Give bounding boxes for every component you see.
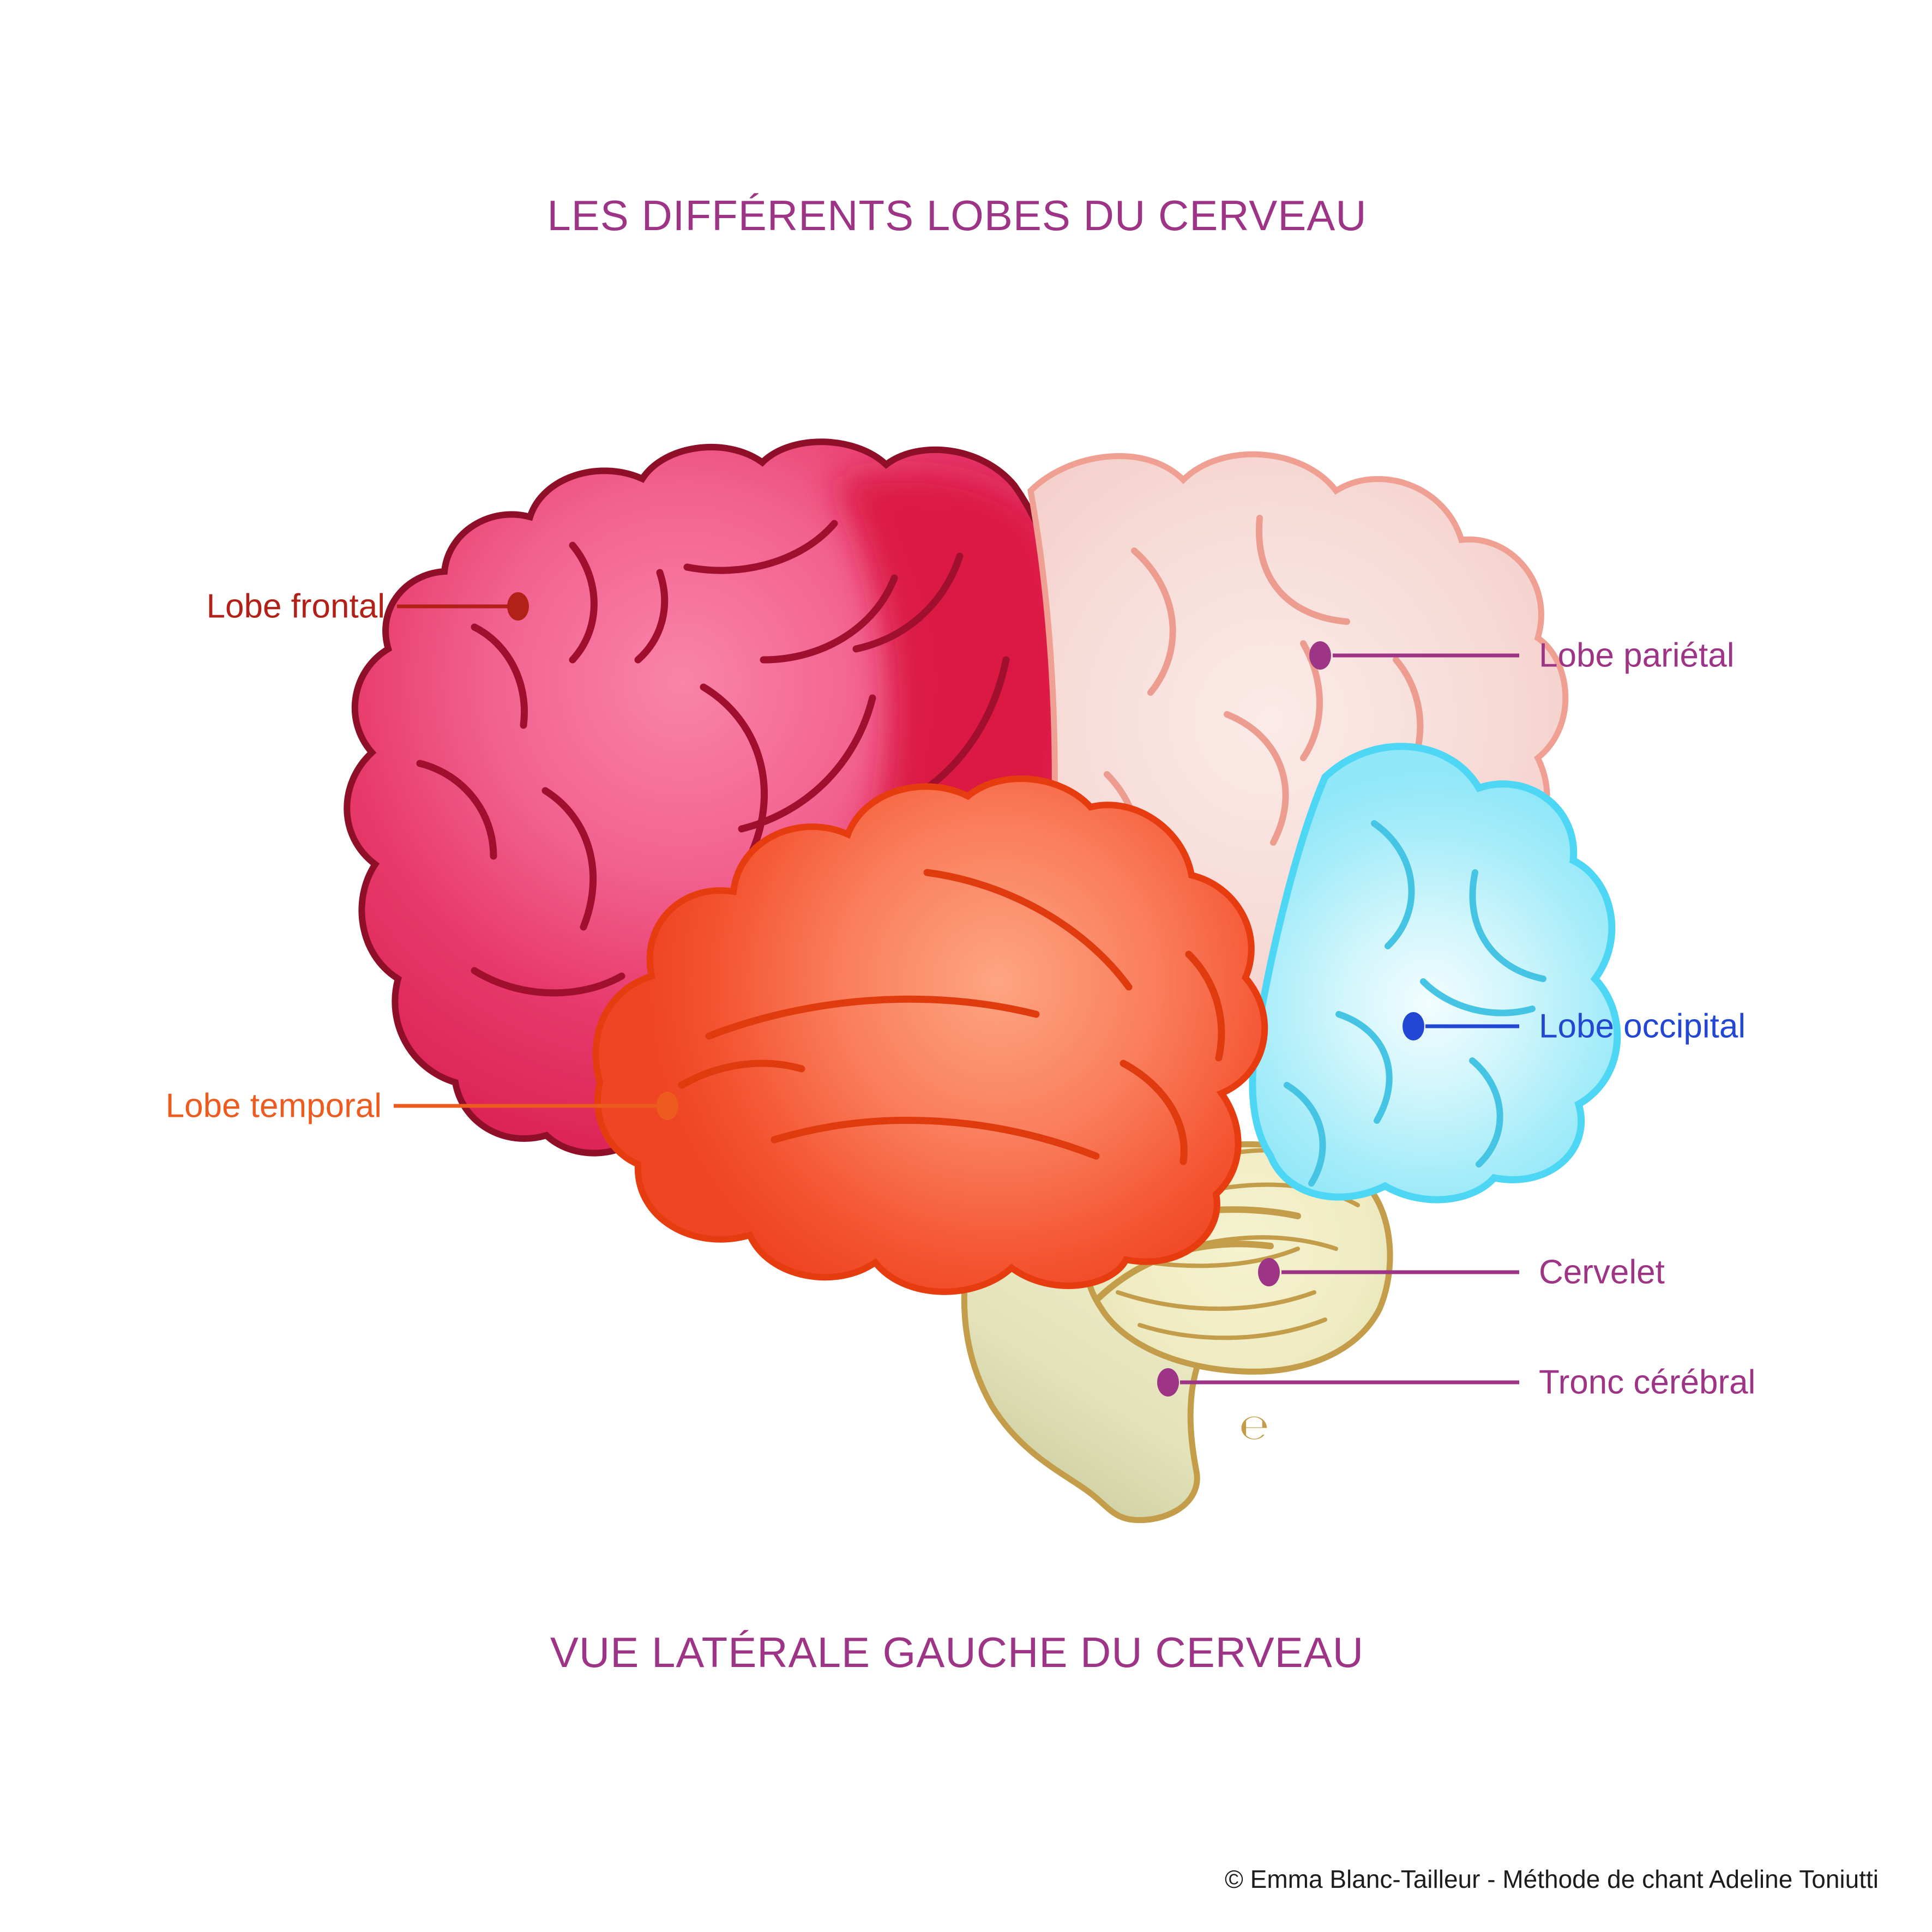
temporal-lobe-sulci [678, 869, 1225, 1165]
temporal-label: Lobe temporal [166, 1087, 382, 1125]
credit-text: © Emma Blanc-Tailleur - Méthode de chant… [1225, 1865, 1879, 1893]
label-occipital: Lobe occipital [1403, 1008, 1746, 1045]
temporal-lobe-illustration [592, 775, 1268, 1295]
occipital-dot [1403, 1012, 1424, 1040]
occipital-lobe-illustration [1249, 743, 1621, 1203]
occipital-label: Lobe occipital [1539, 1008, 1746, 1045]
temporal-dot [657, 1092, 678, 1120]
label-parietal: Lobe pariétal [1309, 637, 1735, 675]
occipital-lobe-shape [1249, 743, 1621, 1203]
cervelet-dot [1258, 1258, 1280, 1286]
tronc-dot [1157, 1368, 1179, 1397]
label-temporal: Lobe temporal [166, 1087, 678, 1125]
cervelet-label: Cervelet [1539, 1254, 1665, 1291]
view-caption: VUE LATÉRALE GAUCHE DU CERVEAU [550, 1628, 1364, 1676]
label-cervelet: Cervelet [1258, 1254, 1665, 1291]
tronc-label: Tronc cérébral [1539, 1364, 1755, 1401]
frontal-dot [507, 592, 529, 621]
artist-signature-glyph: ℮ [1239, 1407, 1269, 1448]
frontal-label: Lobe frontal [207, 588, 385, 625]
page-title: LES DIFFÉRENTS LOBES DU CERVEAU [547, 191, 1367, 239]
parietal-label: Lobe pariétal [1539, 637, 1735, 675]
parietal-dot [1309, 641, 1331, 670]
temporal-lobe-shape [592, 775, 1268, 1295]
label-frontal: Lobe frontal [207, 588, 529, 625]
label-tronc: Tronc cérébral [1157, 1364, 1755, 1401]
occipital-lobe-sulci [1284, 820, 1546, 1187]
